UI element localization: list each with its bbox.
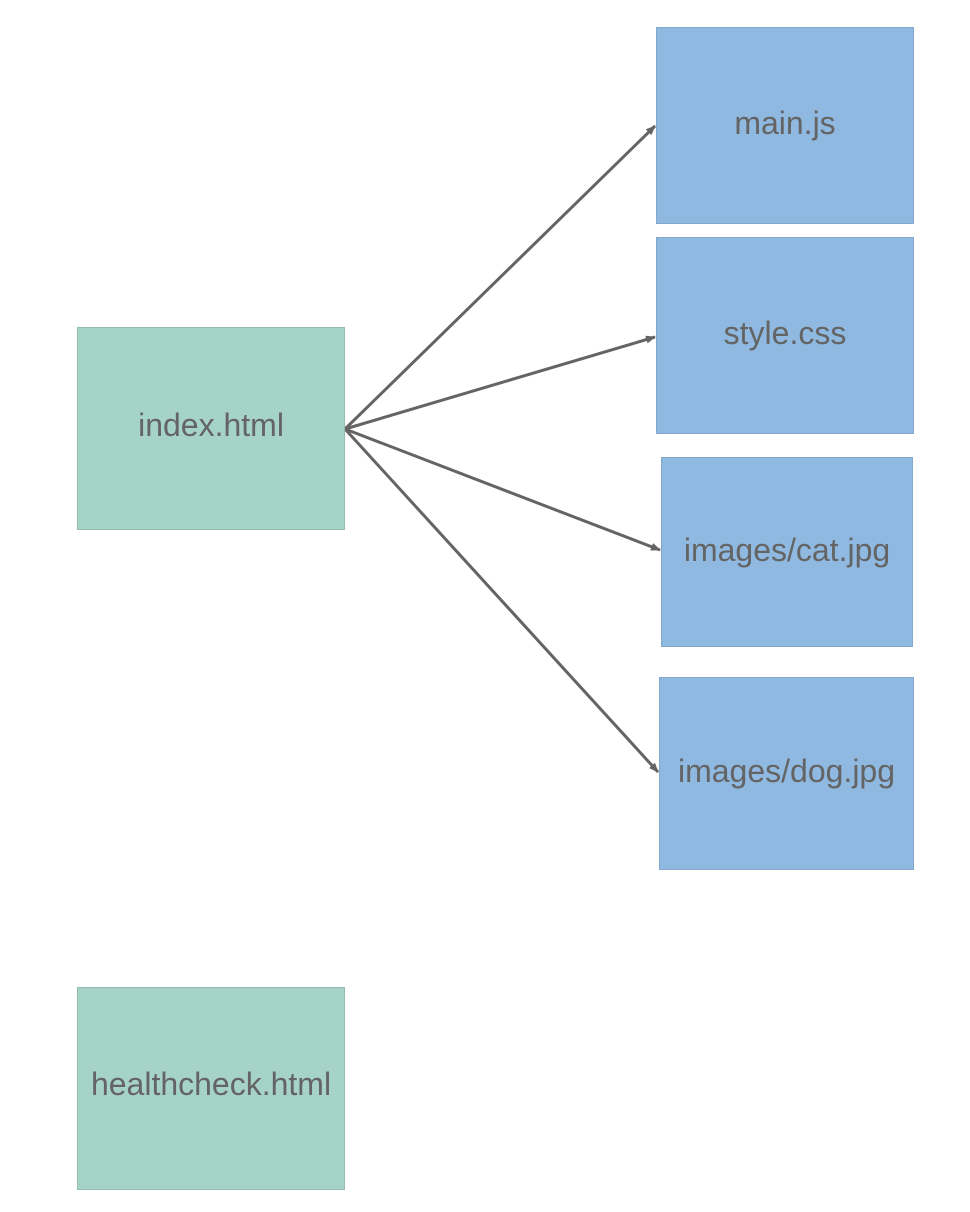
edge-index-to-cat [344,427,661,552]
node-label: index.html [138,407,284,443]
node-main-js: main.js [656,27,914,224]
edge-index-to-main [343,124,657,431]
node-healthcheck-html: healthcheck.html [77,987,345,1190]
edge-index-to-dog [343,427,660,774]
node-style-css: style.css [656,237,914,434]
node-label: style.css [723,315,847,351]
node-label: images/dog.jpg [677,753,896,789]
node-label: main.js [734,105,836,141]
node-label: healthcheck.html [90,1066,332,1102]
node-images-dog-jpg: images/dog.jpg [659,677,914,870]
edge-index-to-style [344,335,656,431]
node-images-cat-jpg: images/cat.jpg [661,457,913,647]
node-label: images/cat.jpg [683,531,891,568]
node-index-html: index.html [77,327,345,530]
